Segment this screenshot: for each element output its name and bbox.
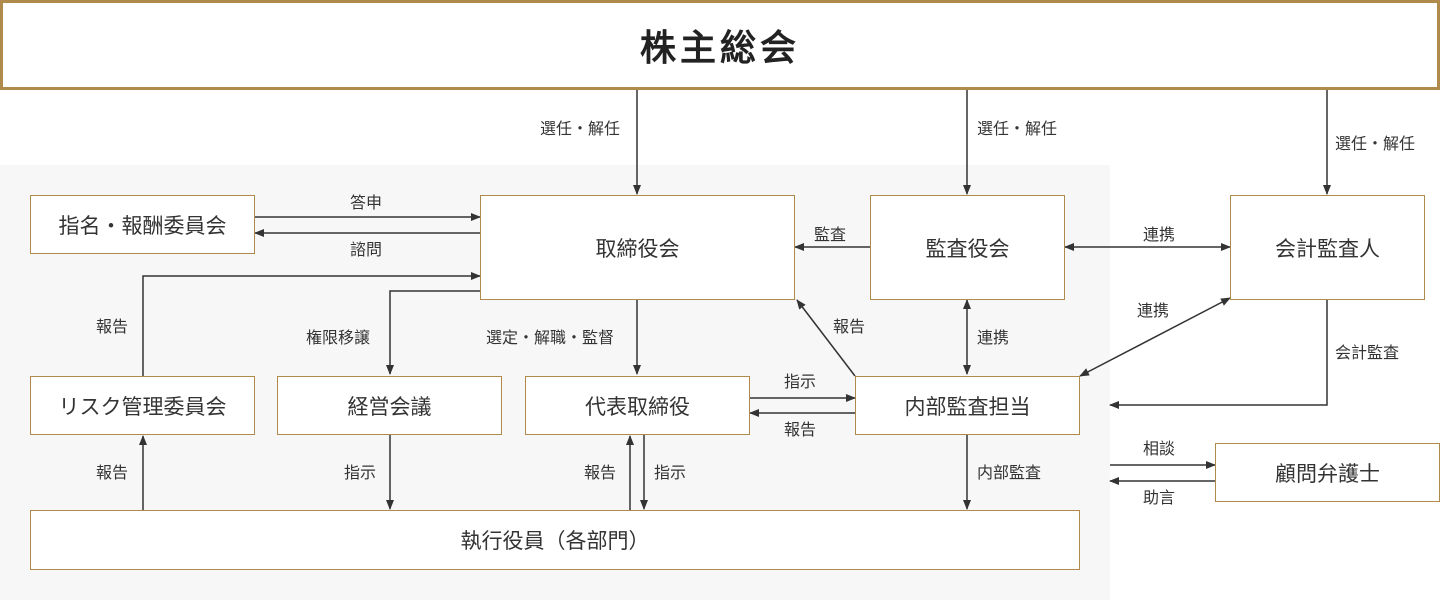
- nomination-committee-box: 指名・報酬委員会: [30, 195, 255, 254]
- accountant-internal-link-arrow: [1079, 297, 1231, 377]
- delegation-arrow: [386, 290, 480, 375]
- mgmt-instruct-exec-label: 指示: [344, 463, 377, 482]
- delegation-label: 権限移譲: [306, 328, 371, 347]
- consult-label: 相談: [1143, 439, 1176, 458]
- risk-report-arrow: [142, 272, 481, 376]
- internal-report-board-arrow: [796, 299, 856, 377]
- audit-internal-link-label: 連携: [977, 328, 1010, 347]
- executive-officers-box: 執行役員（各部門）: [30, 510, 1080, 570]
- gm-to-audit-label: 選任・解任: [977, 119, 1058, 138]
- audit-to-board-label: 監査: [814, 225, 847, 244]
- accounting-audit-label: 会計監査: [1335, 343, 1400, 362]
- exec-report-rep-label: 報告: [584, 463, 617, 482]
- rep-instruct-internal-label: 指示: [784, 372, 817, 391]
- gm-to-accountant-label: 選任・解任: [1335, 134, 1416, 153]
- risk-committee-box: リスク管理委員会: [30, 376, 255, 435]
- internal-audit-exec-label: 内部監査: [977, 463, 1042, 482]
- exec-report-risk-label: 報告: [96, 463, 129, 482]
- answer-label: 答申: [350, 193, 383, 212]
- representative-director-box: 代表取締役: [525, 376, 750, 435]
- management-meeting-box: 経営会議: [277, 376, 502, 435]
- general-meeting-box: 株主総会: [0, 0, 1440, 90]
- internal-accountant-link-label: 連携: [1137, 301, 1170, 320]
- accounting-audit-arrow: [1109, 300, 1328, 409]
- inquiry-label: 諮問: [350, 240, 383, 259]
- legal-advisor-box: 顧問弁護士: [1215, 443, 1440, 502]
- rep-instruct-exec-label: 指示: [654, 463, 687, 482]
- internal-audit-box: 内部監査担当: [855, 376, 1080, 435]
- internal-report-rep-label: 報告: [784, 420, 817, 439]
- audit-accountant-link-label: 連携: [1143, 225, 1176, 244]
- board-box: 取締役会: [480, 195, 795, 300]
- audit-board-box: 監査役会: [870, 195, 1065, 300]
- board-to-rep-label: 選定・解職・監督: [486, 328, 615, 347]
- internal-report-board-label: 報告: [833, 317, 866, 336]
- gm-to-board-label: 選任・解任: [540, 119, 621, 138]
- risk-report-label: 報告: [96, 317, 129, 336]
- accounting-auditor-box: 会計監査人: [1230, 195, 1425, 300]
- advice-label: 助言: [1143, 488, 1176, 507]
